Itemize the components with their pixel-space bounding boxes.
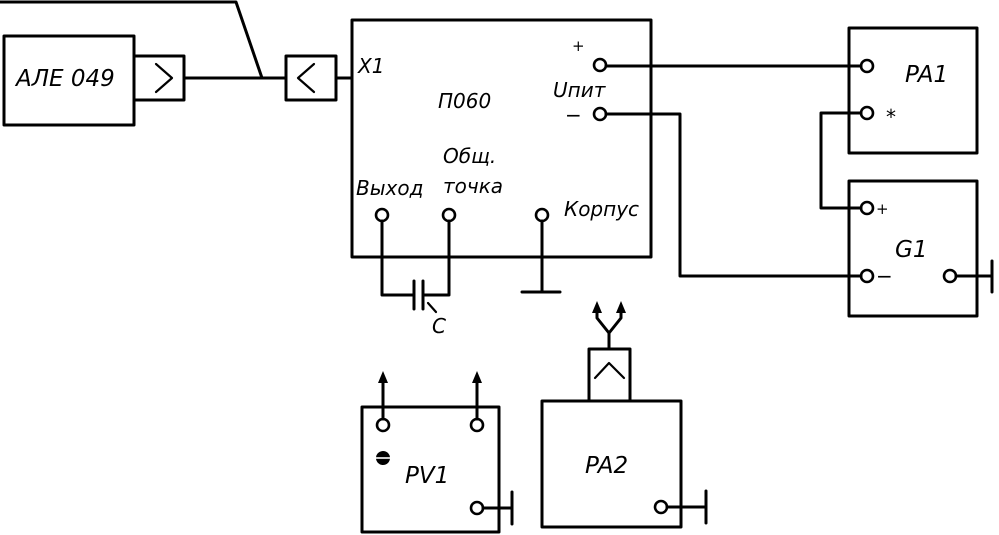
korpus-terminal bbox=[534, 207, 550, 223]
pa2-probe-right-arrow bbox=[616, 301, 626, 313]
pa2-probe-left-arrow bbox=[592, 301, 602, 313]
x1-connector bbox=[284, 54, 338, 102]
g1-minus: − bbox=[876, 264, 893, 288]
pa2-probe-left bbox=[595, 306, 611, 351]
upit-label: Uпит bbox=[553, 78, 607, 102]
ale-connector-box bbox=[132, 54, 186, 102]
pa1-star-terminal bbox=[859, 105, 875, 121]
pa2-connector-chevron bbox=[593, 361, 626, 380]
g1-plus-terminal bbox=[859, 200, 875, 216]
p060-block: X1 П060 Uпит + − Общ. точка Выход Корпус bbox=[350, 18, 653, 259]
ale-block: АЛЕ 049 bbox=[2, 34, 136, 127]
vykhod-terminal bbox=[374, 207, 390, 223]
pv1-terminal-left bbox=[375, 417, 391, 433]
pa1-star: * bbox=[886, 105, 896, 129]
pv1-box bbox=[360, 405, 501, 534]
capacitor-wire-right bbox=[421, 219, 451, 297]
upit-plus-terminal bbox=[592, 57, 608, 73]
pa2-ground-terminal bbox=[653, 499, 669, 515]
pa2-block: PA2 bbox=[540, 399, 683, 529]
g1-ground-terminal bbox=[942, 268, 958, 284]
g1-label: G1 bbox=[895, 237, 927, 263]
g1-minus-terminal bbox=[859, 268, 875, 284]
pa2-label: PA2 bbox=[585, 453, 628, 479]
pv1-block: PV1 bbox=[360, 405, 501, 534]
g1-block: G1 + − bbox=[847, 179, 979, 318]
pv1-probe-right-arrow bbox=[472, 371, 482, 383]
pa1-plus-terminal bbox=[859, 58, 875, 74]
ale-label: АЛЕ 049 bbox=[14, 66, 115, 92]
pa2-connector-box bbox=[587, 347, 632, 403]
pv1-ground-terminal bbox=[469, 500, 485, 516]
capacitor: C bbox=[380, 219, 451, 338]
korpus-label: Корпус bbox=[564, 197, 639, 221]
ale-connector-chevron bbox=[154, 62, 174, 94]
p060-label: П060 bbox=[438, 89, 491, 113]
pa1-block: PA1 * bbox=[847, 26, 979, 155]
upit-minus-terminal bbox=[592, 106, 608, 122]
x1-connector-chevron bbox=[296, 62, 316, 94]
x1-connector-box bbox=[284, 54, 338, 102]
pa1-label: PA1 bbox=[905, 62, 948, 88]
cable-lead-upper bbox=[0, 0, 264, 80]
vykhod-label: Выход bbox=[356, 176, 423, 200]
p060-box bbox=[350, 18, 653, 259]
g1-box bbox=[847, 179, 979, 318]
pv1-probe-left-arrow bbox=[378, 371, 388, 383]
pa1-box bbox=[847, 26, 979, 155]
capacitor-label: C bbox=[432, 314, 446, 338]
g1-plus: + bbox=[876, 200, 889, 218]
pv1-label: PV1 bbox=[405, 463, 449, 489]
upit-minus: − bbox=[565, 103, 582, 127]
obshch-terminal bbox=[441, 207, 457, 223]
pv1-terminal-right bbox=[469, 417, 485, 433]
wire-pa1-g1 bbox=[819, 111, 863, 210]
capacitor-wire-left bbox=[380, 219, 416, 297]
obshch-label-line1: Общ. bbox=[443, 144, 496, 168]
wire-upit-minus-g1 bbox=[604, 112, 863, 278]
capacitor-label-tick bbox=[426, 301, 438, 314]
ale-connector bbox=[132, 54, 186, 102]
x1-label: X1 bbox=[357, 54, 384, 78]
pa2-connector bbox=[587, 301, 632, 403]
obshch-label-line2: точка bbox=[443, 174, 503, 198]
upit-plus: + bbox=[572, 37, 585, 55]
